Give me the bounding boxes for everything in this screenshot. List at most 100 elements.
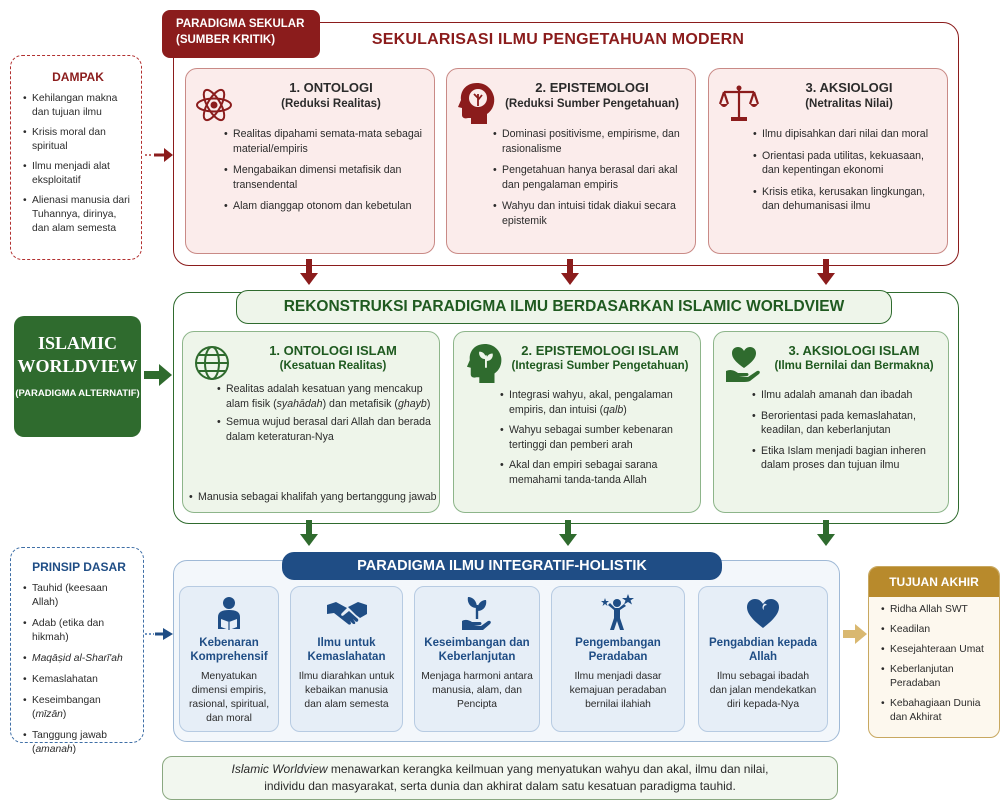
card-title: Ilmu untuk Kemaslahatan bbox=[307, 637, 386, 663]
list-item: Ilmu adalah amanah dan ibadah bbox=[752, 388, 944, 403]
secular-tag-line2: (SUMBER KRITIK) bbox=[176, 34, 276, 46]
list-item: Keseimbangan (mīzān) bbox=[23, 694, 135, 722]
islamic-card-aksiologi: 3. AKSIOLOGI ISLAM (Ilmu Bernilai dan Be… bbox=[713, 331, 949, 513]
card-title: 1. ONTOLOGI ISLAM bbox=[269, 343, 397, 358]
list-item: Keadilan bbox=[881, 623, 993, 637]
footer-line1: Islamic Worldview menawarkan kerangka ke… bbox=[231, 762, 769, 776]
card-desc: Menyatukan dimensi empiris, rasional, sp… bbox=[188, 671, 270, 724]
list-item: Dominasi positivisme, empirisme, dan ras… bbox=[493, 127, 691, 156]
holistic-title: PARADIGMA ILMU INTEGRATIF-HOLISTIK bbox=[282, 552, 722, 580]
list-item: Adab (etika dan hikmah) bbox=[23, 617, 135, 645]
card-desc: Ilmu diarahkan untuk kebaikan manusia da… bbox=[298, 671, 395, 710]
card-title: Kebenaran Komprehensif bbox=[190, 637, 268, 663]
dampak-title: DAMPAK bbox=[52, 70, 104, 84]
down-arrow-icon bbox=[559, 520, 577, 546]
right-arrow-icon bbox=[843, 624, 867, 644]
islamic-worldview-sub: (PARADIGMA ALTERNATIF) bbox=[15, 388, 140, 399]
secular-title: SEKULARISASI ILMU PENGETAHUAN MODERN bbox=[371, 31, 745, 48]
card-title: 2. EPISTEMOLOGI bbox=[535, 80, 649, 95]
islamic-card-ontologi: 1. ONTOLOGI ISLAM (Kesatuan Realitas) Re… bbox=[182, 331, 440, 513]
head-plant-icon bbox=[457, 81, 497, 130]
list-item: Kesejahteraan Umat bbox=[881, 643, 993, 657]
head-plant-icon bbox=[466, 342, 504, 389]
list-item: Realitas adalah kesatuan yang mencakup a… bbox=[217, 382, 435, 411]
islamic-title: REKONSTRUKSI PARADIGMA ILMU BERDASARKAN … bbox=[236, 290, 892, 324]
list-item: Integrasi wahyu, akal, pengalaman empiri… bbox=[500, 388, 696, 417]
list-item: Ilmu dipisahkan dari nilai dan moral bbox=[753, 127, 943, 142]
list-item: Wahyu dan intuisi tidak diakui secara ep… bbox=[493, 199, 691, 228]
down-arrow-icon bbox=[300, 259, 318, 285]
secular-section bbox=[173, 22, 959, 266]
celebrating-person-icon bbox=[552, 593, 684, 636]
card-title: 3. AKSIOLOGI ISLAM bbox=[788, 343, 920, 358]
islamic-card-epistemologi: 2. EPISTEMOLOGI ISLAM (Integrasi Sumber … bbox=[453, 331, 701, 513]
islamic-worldview-label: ISLAMIC WORLDVIEW bbox=[14, 332, 141, 378]
secular-card-aksiologi: 3. AKSIOLOGI (Netralitas Nilai) Ilmu dip… bbox=[708, 68, 948, 254]
card-list-extra: Manusia sebagai khalifah yang bertanggun… bbox=[189, 490, 439, 512]
list-item: Kemaslahatan bbox=[23, 673, 135, 687]
list-item: Kehilangan makna dan tujuan ilmu bbox=[23, 92, 133, 120]
holistic-card-keseimbangan: Keseimbangan dan Keberlanjutan Menjaga h… bbox=[414, 586, 540, 732]
dampak-list: Kehilangan makna dan tujuan ilmu Krisis … bbox=[23, 92, 133, 236]
tujuan-list: Ridha Allah SWT Keadilan Kesejahteraan U… bbox=[869, 597, 999, 725]
secular-card-ontologi: 1. ONTOLOGI (Reduksi Realitas) Realitas … bbox=[185, 68, 435, 254]
list-item: Krisis moral dan spiritual bbox=[23, 126, 133, 154]
list-item: Semua wujud berasal dari Allah dan berad… bbox=[217, 415, 435, 444]
box-line1: ISLAMIC bbox=[37, 333, 117, 353]
down-arrow-icon bbox=[817, 520, 835, 546]
card-list: Integrasi wahyu, akal, pengalaman empiri… bbox=[500, 388, 696, 494]
handshake-icon bbox=[291, 599, 402, 632]
list-item: Pengetahuan hanya berasal dari akal dan … bbox=[493, 163, 691, 192]
card-subtitle: (Reduksi Realitas) bbox=[281, 98, 381, 110]
card-list: Realitas adalah kesatuan yang mencakup a… bbox=[217, 382, 435, 448]
list-item: Keberlanjutan Peradaban bbox=[881, 663, 993, 691]
list-item: Mengabaikan dimensi metafisik dan transe… bbox=[224, 163, 429, 192]
list-item: Realitas dipahami semata-mata sebagai ma… bbox=[224, 127, 429, 156]
card-subtitle: (Kesatuan Realitas) bbox=[279, 360, 387, 372]
card-subtitle: (Netralitas Nilai) bbox=[805, 98, 893, 110]
card-list: Dominasi positivisme, empirisme, dan ras… bbox=[493, 127, 691, 235]
card-title: Pengabdian kepada Allah bbox=[709, 637, 818, 663]
list-item: Ilmu menjadi alat eksploitatif bbox=[23, 160, 133, 188]
list-item: Tanggung jawab (amanah) bbox=[23, 729, 135, 757]
card-title: Keseimbangan dan Keberlanjutan bbox=[424, 637, 530, 663]
secular-card-epistemologi: 2. EPISTEMOLOGI (Reduksi Sumber Pengetah… bbox=[446, 68, 696, 254]
card-list: Realitas dipahami semata-mata sebagai ma… bbox=[224, 127, 429, 221]
right-arrow-icon bbox=[144, 364, 172, 386]
scales-icon bbox=[718, 83, 760, 128]
secular-tag: PARADIGMA SEKULAR (SUMBER KRITIK) bbox=[162, 10, 320, 58]
list-item: Orientasi pada utilitas, kekuasaan, dan … bbox=[753, 149, 943, 178]
holistic-card-pengabdian: Pengabdian kepada Allah Ilmu sebagai iba… bbox=[698, 586, 828, 732]
list-item: Berorientasi pada kemaslahatan, keadilan… bbox=[752, 409, 944, 438]
list-item: Alam dianggap otonom dan kebetulan bbox=[224, 199, 429, 214]
box-line2: WORLDVIEW bbox=[17, 356, 138, 376]
islamic-worldview-box: ISLAMIC WORLDVIEW (PARADIGMA ALTERNATIF) bbox=[14, 316, 141, 437]
atom-icon bbox=[194, 85, 234, 130]
holistic-card-kemaslahatan: Ilmu untuk Kemaslahatan Ilmu diarahkan u… bbox=[290, 586, 403, 732]
reader-icon bbox=[180, 595, 278, 636]
card-list: Ilmu dipisahkan dari nilai dan moral Ori… bbox=[753, 127, 943, 221]
right-arrow-icon bbox=[145, 628, 173, 640]
tujuan-panel: TUJUAN AKHIR Ridha Allah SWT Keadilan Ke… bbox=[868, 566, 1000, 738]
list-item: Ridha Allah SWT bbox=[881, 603, 993, 617]
card-list: Ilmu adalah amanah dan ibadah Berorienta… bbox=[752, 388, 944, 480]
footer-summary: Islamic Worldview menawarkan kerangka ke… bbox=[162, 756, 838, 800]
card-title: Pengembangan Peradaban bbox=[575, 637, 661, 663]
card-desc: Ilmu menjadi dasar kemajuan peradaban be… bbox=[569, 671, 667, 710]
card-subtitle: (Reduksi Sumber Pengetahuan) bbox=[505, 98, 679, 110]
list-item: Etika Islam menjadi bagian inheren dalam… bbox=[752, 444, 944, 473]
list-item: Akal dan empiri sebagai sarana memahami … bbox=[500, 458, 696, 487]
prinsip-panel: PRINSIP DASAR Tauhid (keesaan Allah) Ada… bbox=[10, 547, 144, 755]
heart-hand-icon bbox=[724, 344, 764, 389]
holistic-card-peradaban: Pengembangan Peradaban Ilmu menjadi dasa… bbox=[551, 586, 685, 732]
down-arrow-icon bbox=[561, 259, 579, 285]
card-desc: Ilmu sebagai ibadah dan jalan mendekatka… bbox=[709, 671, 817, 710]
list-item: Manusia sebagai khalifah yang bertanggun… bbox=[189, 490, 439, 505]
holistic-card-kebenaran: Kebenaran Komprehensif Menyatukan dimens… bbox=[179, 586, 279, 732]
list-item: Alienasi manusia dari Tuhannya, dirinya,… bbox=[23, 194, 133, 236]
down-arrow-icon bbox=[300, 520, 318, 546]
card-title: 2. EPISTEMOLOGI ISLAM bbox=[521, 343, 679, 358]
card-title: 3. AKSIOLOGI bbox=[805, 80, 893, 95]
list-item: Kebahagiaan Dunia dan Akhirat bbox=[881, 697, 993, 725]
list-item: Maqāṣid al-Sharī'ah bbox=[23, 652, 135, 666]
